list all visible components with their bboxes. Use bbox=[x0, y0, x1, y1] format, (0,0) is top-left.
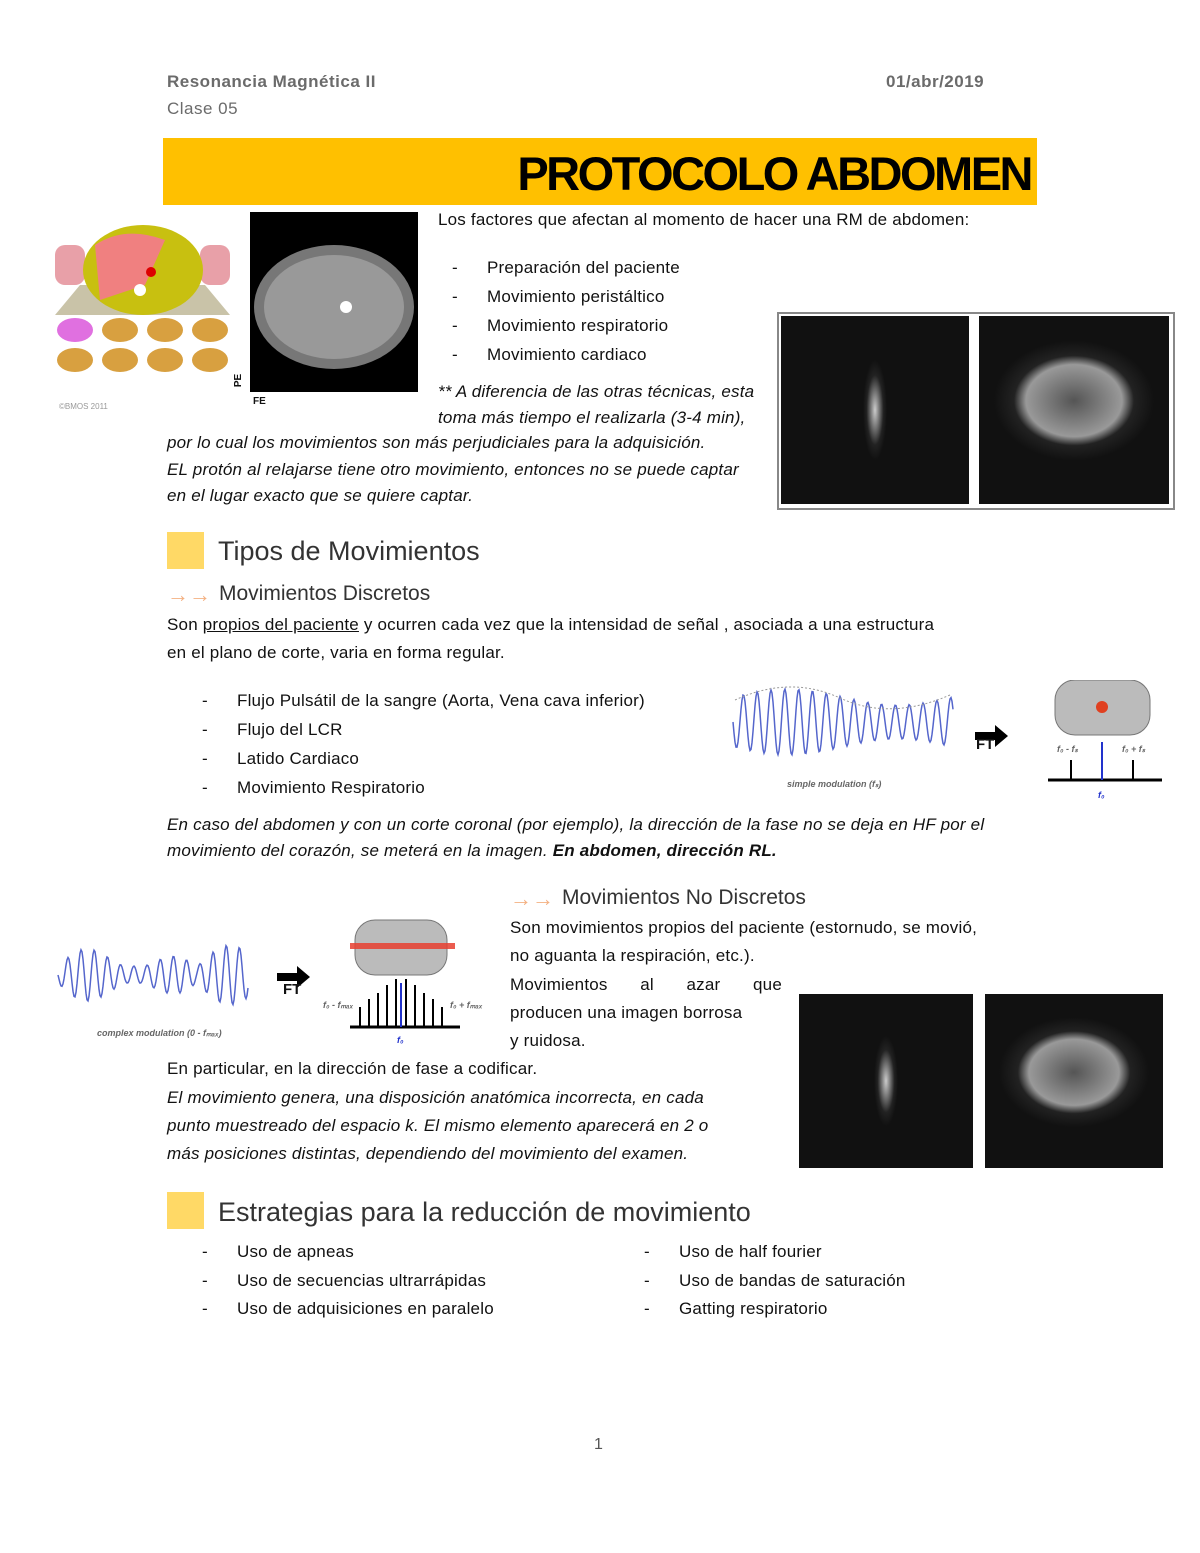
ft-label: FT bbox=[976, 736, 995, 753]
section-marker bbox=[167, 1192, 204, 1229]
freq-label: f₀ - fₘₐₓ bbox=[323, 1000, 354, 1010]
page-number: 1 bbox=[594, 1436, 603, 1453]
copyright-text: ©BMOS 2011 bbox=[59, 402, 108, 411]
list-item: -Latido Cardiaco bbox=[202, 749, 360, 768]
strategies-col1: -Uso de apneas -Uso de secuencias ultrar… bbox=[202, 1238, 494, 1324]
diagram-caption: simple modulation (fₛ) bbox=[787, 779, 882, 789]
discrete-note-line2: movimiento del corazón, se meterá en la … bbox=[167, 841, 777, 860]
italic-line: punto muestreado del espacio k. El mismo… bbox=[167, 1116, 709, 1135]
motion-artifact-image bbox=[979, 316, 1169, 504]
particular-line: En particular, en la dirección de fase a… bbox=[167, 1059, 538, 1078]
ft-label: FT bbox=[283, 981, 302, 998]
pe-axis-label: PE bbox=[233, 373, 245, 388]
discrete-note: En caso del abdomen y con un corte coron… bbox=[167, 815, 985, 834]
note-line: EL protón al relajarse tiene otro movimi… bbox=[167, 460, 739, 479]
list-item: -Flujo del LCR bbox=[202, 720, 343, 739]
diagram-caption: complex modulation (0 - fₘₐₓ) bbox=[97, 1028, 222, 1038]
nondiscrete-line: Son movimientos propios del paciente (es… bbox=[510, 918, 978, 937]
motion-artifact-image bbox=[985, 994, 1163, 1168]
page-title: PROTOCOLO ABDOMEN bbox=[517, 147, 1033, 200]
note-line: toma más tiempo el realizarla (3-4 min), bbox=[438, 408, 746, 427]
italic-line: más posiciones distintas, dependiendo de… bbox=[167, 1144, 689, 1163]
kspace-image bbox=[781, 316, 969, 504]
list-item: -Movimiento respiratorio bbox=[452, 316, 669, 335]
list-item: -Gatting respiratorio bbox=[644, 1299, 828, 1318]
note-line: ** A diferencia de las otras técnicas, e… bbox=[438, 382, 755, 401]
random-line: producen una imagen borrosa bbox=[510, 1003, 743, 1022]
kspace-image-pair bbox=[777, 312, 1175, 510]
discrete-paragraph: Son propios del paciente y ocurren cada … bbox=[167, 615, 935, 634]
italic-line: El movimiento genera, una disposición an… bbox=[167, 1088, 704, 1107]
list-item: -Uso de bandas de saturación bbox=[644, 1270, 906, 1290]
list-item: -Movimiento Respiratorio bbox=[202, 778, 425, 797]
list-item: -Movimiento peristáltico bbox=[452, 287, 665, 306]
freq-label: f₀ bbox=[1098, 790, 1105, 800]
freq-label: f₀ + fₛ bbox=[1122, 744, 1146, 754]
discrete-paragraph-line2: en el plano de corte, varia en forma reg… bbox=[167, 643, 505, 662]
double-arrow-icon: →→ bbox=[510, 886, 554, 911]
intro-lead: Los factores que afectan al momento de h… bbox=[438, 210, 970, 229]
nondiscrete-line: no aguanta la respiración, etc.). bbox=[510, 946, 755, 965]
course-name: Resonancia Magnética II bbox=[167, 72, 376, 91]
note-line: en el lugar exacto que se quiere captar. bbox=[167, 486, 474, 505]
abdomen-motion-illustration: ©BMOS 2011 bbox=[55, 215, 230, 415]
subsection-heading: Movimientos Discretos bbox=[219, 582, 431, 605]
list-item: -Uso de apneas bbox=[202, 1242, 354, 1261]
list-item: -Uso de secuencias ultrarrápidas bbox=[202, 1270, 487, 1290]
simple-modulation-diagram: simple modulation (fₛ) FT f₀ - fₛ f₀ + f… bbox=[730, 680, 1170, 805]
kspace-image bbox=[799, 994, 973, 1168]
subsection-heading: Movimientos No Discretos bbox=[562, 886, 806, 909]
list-item: -Uso de half fourier bbox=[644, 1242, 822, 1261]
complex-modulation-diagram: complex modulation (0 - fₘₐₓ) FT f₀ - fₘ… bbox=[55, 915, 495, 1050]
list-item: -Uso de adquisiciones en paralelo bbox=[202, 1299, 494, 1318]
section-heading: Tipos de Movimientos bbox=[218, 536, 480, 566]
list-item: -Movimiento cardiaco bbox=[452, 345, 647, 364]
double-arrow-icon: →→ bbox=[167, 582, 211, 607]
freq-label: f₀ - fₛ bbox=[1057, 744, 1078, 754]
title-bar: PROTOCOLO ABDOMEN bbox=[163, 138, 1037, 205]
random-line: y ruidosa. bbox=[510, 1031, 586, 1050]
list-item: -Flujo Pulsátil de la sangre (Aorta, Ven… bbox=[202, 691, 645, 710]
list-item: -Preparación del paciente bbox=[452, 258, 680, 277]
freq-label: f₀ bbox=[397, 1035, 404, 1045]
discrete-list: -Flujo Pulsátil de la sangre (Aorta, Ven… bbox=[202, 686, 645, 802]
fe-axis-label: FE bbox=[253, 396, 266, 407]
freq-label: f₀ + fₘₐₓ bbox=[450, 1000, 483, 1010]
factors-list: -Preparación del paciente -Movimiento pe… bbox=[452, 253, 680, 369]
note-line: por lo cual los movimientos son más perj… bbox=[167, 433, 706, 452]
date: 01/abr/2019 bbox=[886, 72, 985, 91]
section-marker bbox=[167, 532, 204, 569]
section-heading: Estrategias para la reducción de movimie… bbox=[218, 1197, 751, 1227]
class-number: Clase 05 bbox=[167, 99, 239, 118]
strategies-col2: -Uso de half fourier -Uso de bandas de s… bbox=[644, 1238, 906, 1324]
random-line: Movimientos al azar que bbox=[510, 975, 782, 994]
axial-mri-image bbox=[250, 212, 418, 392]
